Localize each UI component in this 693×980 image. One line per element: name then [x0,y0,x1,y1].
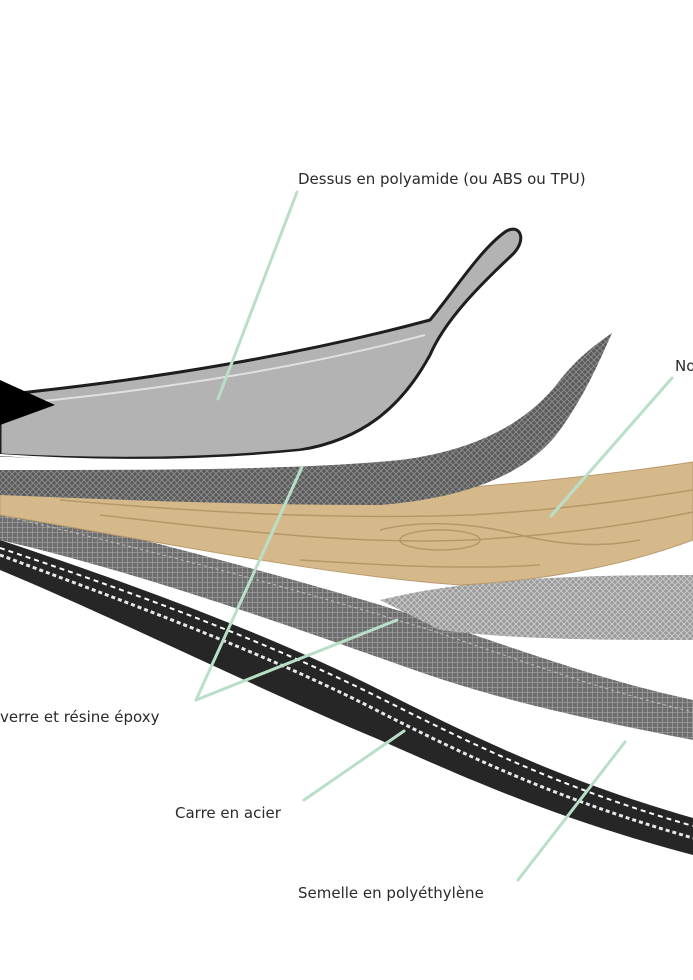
top-sheet-layer [0,227,523,461]
leader-fiberglass-lower [194,618,399,702]
leader-core [549,376,674,518]
steel-edge-layer [0,553,693,840]
label-steel-edge: Carre en acier [175,804,282,822]
base-layer [0,540,693,855]
upper-fiberglass-layer [0,333,612,505]
lower-fiberglass-layer [0,505,693,740]
wood-core-layer [0,461,693,586]
leader-lines [194,190,674,882]
leader-edge [302,729,406,802]
leader-fiberglass-upper [194,465,304,702]
leader-base [516,740,627,882]
label-fiberglass: verre et résine époxy [0,708,160,726]
leader-top-sheet [216,190,299,401]
label-core: No [675,357,693,375]
label-top-sheet: Dessus en polyamide (ou ABS ou TPU) [298,170,586,188]
label-base: Semelle en polyéthylène [298,884,484,902]
